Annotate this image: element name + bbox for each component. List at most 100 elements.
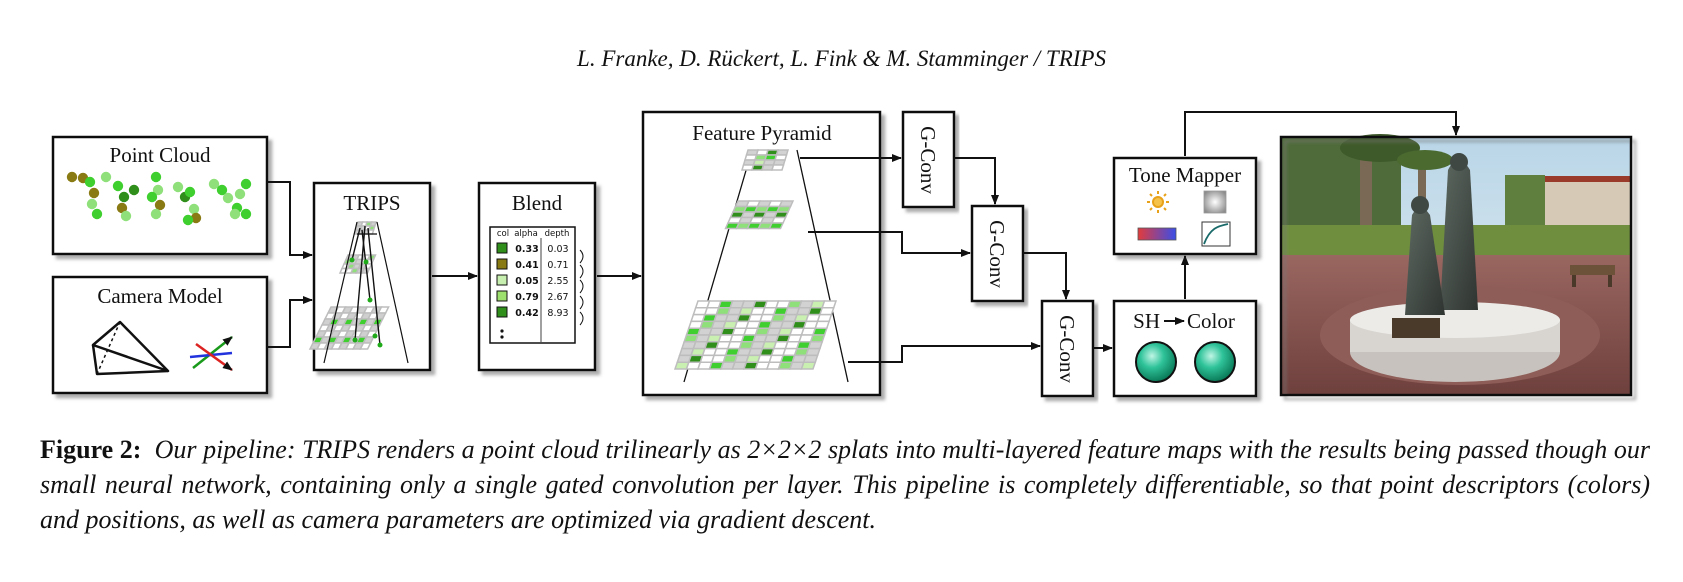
point-cloud-point <box>112 180 124 192</box>
blend-row-swatch <box>496 290 508 302</box>
output-photo <box>1279 134 1633 397</box>
blend-col-header: col <box>497 229 509 239</box>
blend-row-alpha: 0.33 <box>515 244 538 255</box>
point-cloud-point <box>100 171 112 183</box>
trips-point <box>372 333 378 339</box>
vignette-icon <box>1203 190 1227 214</box>
figure-label: Figure 2: <box>40 435 142 464</box>
point-cloud-point <box>91 208 103 220</box>
point-cloud-point <box>150 208 162 220</box>
feature-pyramid-layers <box>673 149 849 383</box>
point-cloud-point <box>182 214 194 226</box>
point-cloud-point <box>190 212 202 224</box>
grid-cell <box>814 320 831 329</box>
feature-pyramid-box: Feature Pyramid <box>641 110 882 397</box>
trips-ray <box>351 227 361 261</box>
point-cloud-point <box>146 191 158 203</box>
point-cloud-point <box>88 187 100 199</box>
point-cloud-point <box>216 184 228 196</box>
blend-row-alpha: 0.42 <box>515 308 538 319</box>
point-cloud-box: Point Cloud <box>51 135 269 256</box>
blend-row-depth: 2.67 <box>547 292 568 303</box>
point-cloud-point <box>118 191 130 203</box>
tone-mapper-box: Tone Mapper <box>1112 156 1258 256</box>
camera-model-title: Camera Model <box>97 284 223 308</box>
blend-ellipsis-dot <box>500 329 504 333</box>
gconv-label-1: G-Conv <box>916 126 940 194</box>
point-cloud-point <box>84 176 96 188</box>
connectors <box>267 111 1460 363</box>
blend-col-header: alpha <box>514 229 538 239</box>
color-label: Color <box>1187 309 1235 333</box>
point-cloud-point <box>229 208 241 220</box>
grid-cell <box>805 347 821 357</box>
blend-row-depth: 8.93 <box>547 308 568 319</box>
sh-color-box: SH Color <box>1112 299 1258 398</box>
point-cloud-point <box>240 178 252 190</box>
grid-cell <box>807 341 824 350</box>
blend-row-alpha: 0.41 <box>515 260 538 271</box>
trips-title: TRIPS <box>343 191 400 215</box>
grid-cell <box>821 300 838 309</box>
axes-icon <box>189 336 233 372</box>
trips-point <box>377 342 383 348</box>
trips-point <box>352 337 358 343</box>
point-cloud-point <box>150 171 162 183</box>
running-header: L. Franke, D. Rückert, L. Fink & M. Stam… <box>577 46 1106 71</box>
point-cloud-point <box>222 192 234 204</box>
tone-mapper-title: Tone Mapper <box>1129 163 1241 187</box>
sh-label: SH <box>1133 309 1160 333</box>
grid-cell <box>770 164 785 171</box>
trips-box: TRIPS <box>308 181 432 372</box>
grid-cell <box>800 361 817 370</box>
point-cloud-point <box>116 202 128 214</box>
point-cloud-point <box>208 178 220 190</box>
point-cloud-point <box>154 199 166 211</box>
blend-col-header: depth <box>545 229 570 239</box>
grid-cell <box>360 267 371 274</box>
trips-mini-pyramid <box>308 221 409 364</box>
trips-point <box>367 297 373 303</box>
pipeline-diagram: Point Cloud Camera Model TRIPS Blend col… <box>51 110 1633 398</box>
color-sphere-icon <box>1194 341 1236 383</box>
point-cloud-point <box>86 198 98 210</box>
point-cloud-point <box>152 184 164 196</box>
trips-ray <box>361 229 371 301</box>
blend-row-alpha: 0.79 <box>515 292 538 303</box>
grid-cell <box>811 327 828 336</box>
point-cloud-point <box>188 203 200 215</box>
blend-title: Blend <box>512 191 563 215</box>
blend-row-swatch <box>496 258 508 270</box>
grid-cell <box>802 354 819 363</box>
figure-caption: Figure 2: Our pipeline: TRIPS renders a … <box>40 432 1650 537</box>
sun-icon <box>1147 191 1169 213</box>
blend-row-depth: 0.71 <box>547 260 568 271</box>
blend-ellipsis-dot <box>500 335 504 339</box>
blend-row-depth: 2.55 <box>547 276 568 287</box>
blend-row-alpha: 0.05 <box>515 276 538 287</box>
blend-row-swatch <box>496 274 508 286</box>
trips-point <box>349 257 355 263</box>
point-cloud-point <box>120 210 132 222</box>
point-cloud-point <box>128 184 140 196</box>
point-cloud-point <box>172 181 184 193</box>
grid-cell <box>773 211 790 219</box>
grid-cell <box>818 307 835 316</box>
gconv-block-2: G-Conv <box>970 204 1025 303</box>
gconv-label-2: G-Conv <box>985 220 1009 288</box>
grid-cell <box>359 342 372 350</box>
grid-cell <box>809 334 826 343</box>
trips-ray <box>367 227 381 346</box>
point-cloud-point <box>234 188 246 200</box>
gconv-block-3: G-Conv <box>1040 299 1095 398</box>
grid-cell <box>768 222 785 230</box>
point-cloud-title: Point Cloud <box>110 143 211 167</box>
caption-text: Our pipeline: TRIPS renders a point clou… <box>40 435 1650 534</box>
gconv-block-1: G-Conv <box>901 110 956 209</box>
grid-cell <box>770 216 787 224</box>
feature-pyramid-title: Feature Pyramid <box>692 121 832 145</box>
grid-cell <box>778 200 795 208</box>
grid-cell <box>816 313 833 323</box>
